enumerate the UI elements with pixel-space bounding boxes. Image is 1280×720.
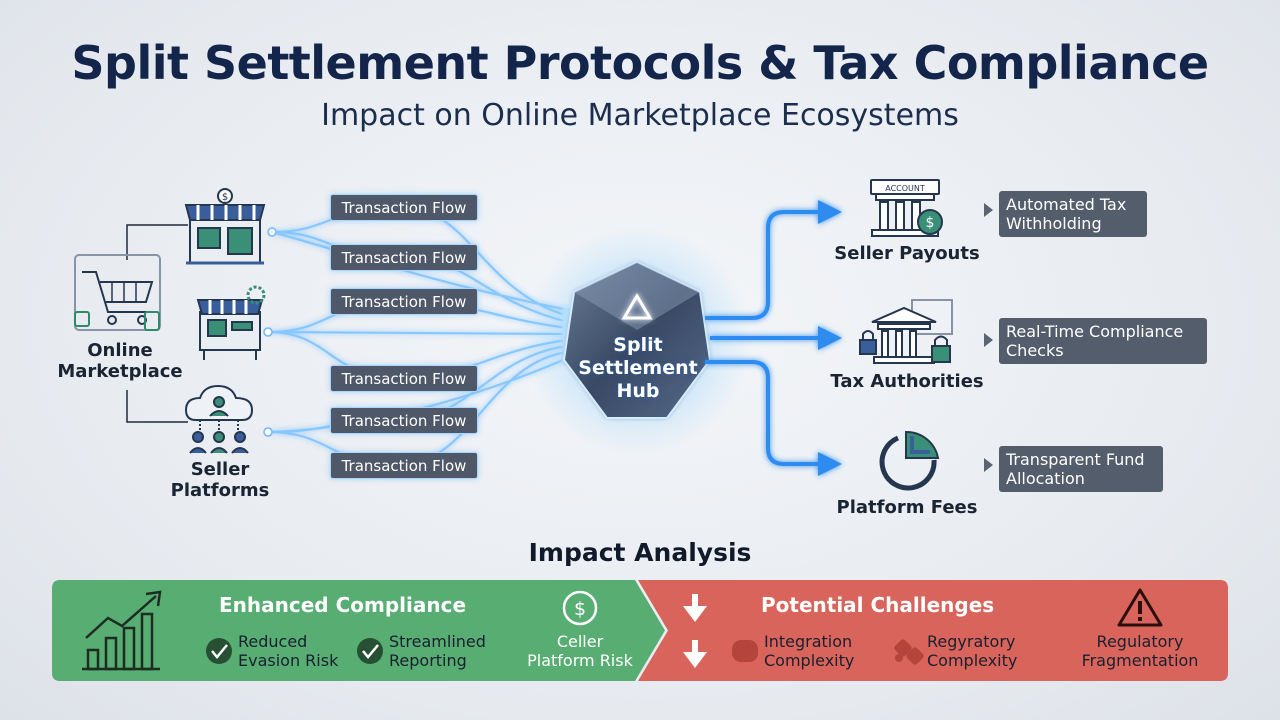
positive-panel: [52, 580, 665, 681]
puzzle-icon: [894, 639, 924, 665]
streamlined-reporting-text: Streamlined Reporting: [389, 632, 486, 670]
source-connectors: [126, 224, 188, 423]
pie-chart-icon: [879, 430, 940, 491]
bank-sign-text: ACCOUNT: [885, 184, 925, 193]
check-icon: [206, 638, 232, 664]
automated-tax-withholding-box: Automated Tax Withholding: [999, 191, 1147, 237]
seller-platforms-label: Seller Platforms: [170, 459, 270, 501]
page-title: Split Settlement Protocols & Tax Complia…: [71, 36, 1209, 90]
pointer-icon: [984, 203, 993, 217]
market-stall-icon: [196, 285, 266, 360]
pointer-icon: [984, 458, 993, 472]
transaction-flow-label: Transaction Flow: [330, 244, 478, 271]
shopping-cart-icon: [74, 254, 161, 331]
svg-text:$: $: [222, 192, 228, 203]
potential-challenges-title: Potential Challenges: [761, 593, 995, 617]
transaction-flow-label: Transaction Flow: [330, 407, 478, 434]
pointer-icon: [984, 333, 993, 347]
real-time-compliance-box: Real-Time Compliance Checks: [999, 318, 1207, 364]
output-arrows: [705, 210, 820, 466]
impact-analysis-title: Impact Analysis: [528, 538, 752, 567]
page-subtitle: Impact on Online Marketplace Ecosystems: [321, 98, 959, 133]
bank-dollar-icon: ACCOUNT $: [870, 179, 943, 237]
storefront-icon: $: [184, 188, 266, 265]
svg-text:$: $: [574, 598, 586, 620]
dollar-circle-icon: $: [562, 590, 598, 626]
enhanced-compliance-title: Enhanced Compliance: [219, 593, 467, 617]
transaction-flow-label: Transaction Flow: [330, 365, 478, 392]
hub-gem: [562, 260, 712, 419]
platform-fees-label: Platform Fees: [836, 497, 978, 518]
cloud-users-icon: [184, 384, 254, 454]
integration-complexity-text: Integration Complexity: [764, 632, 855, 670]
government-lock-icon: [859, 299, 953, 364]
seller-payouts-label: Seller Payouts: [834, 243, 980, 264]
celler-platform-risk-text: Celler Platform Risk: [527, 632, 633, 670]
flow-nodes: [263, 227, 277, 437]
growth-chart-icon: [82, 590, 162, 671]
down-arrow-icon: [683, 640, 707, 668]
transaction-flow-label: Transaction Flow: [330, 452, 478, 479]
reduced-evasion-risk-text: Reduced Evasion Risk: [238, 632, 339, 670]
check-icon: [357, 638, 383, 664]
transaction-flow-label: Transaction Flow: [330, 288, 478, 315]
tax-authorities-label: Tax Authorities: [830, 371, 984, 392]
arrow-heads: [818, 200, 842, 476]
transparent-fund-allocation-box: Transparent Fund Allocation: [999, 446, 1163, 492]
svg-text:$: $: [926, 215, 935, 231]
integration-icon: [732, 640, 758, 662]
down-arrow-icon: [683, 594, 707, 622]
split-settlement-hub-label: Split Settlement Hub: [578, 334, 698, 402]
warning-icon: [1117, 588, 1163, 627]
negative-panel: [638, 580, 1228, 681]
hub-triangle-icon: [621, 293, 653, 320]
online-marketplace-label: Online Marketplace: [57, 340, 183, 382]
regyratory-complexity-text: Regyratory Complexity: [927, 632, 1018, 670]
transaction-flow-label: Transaction Flow: [330, 194, 478, 221]
regulatory-fragmentation-text: Regulatory Fragmentation: [1081, 632, 1199, 670]
